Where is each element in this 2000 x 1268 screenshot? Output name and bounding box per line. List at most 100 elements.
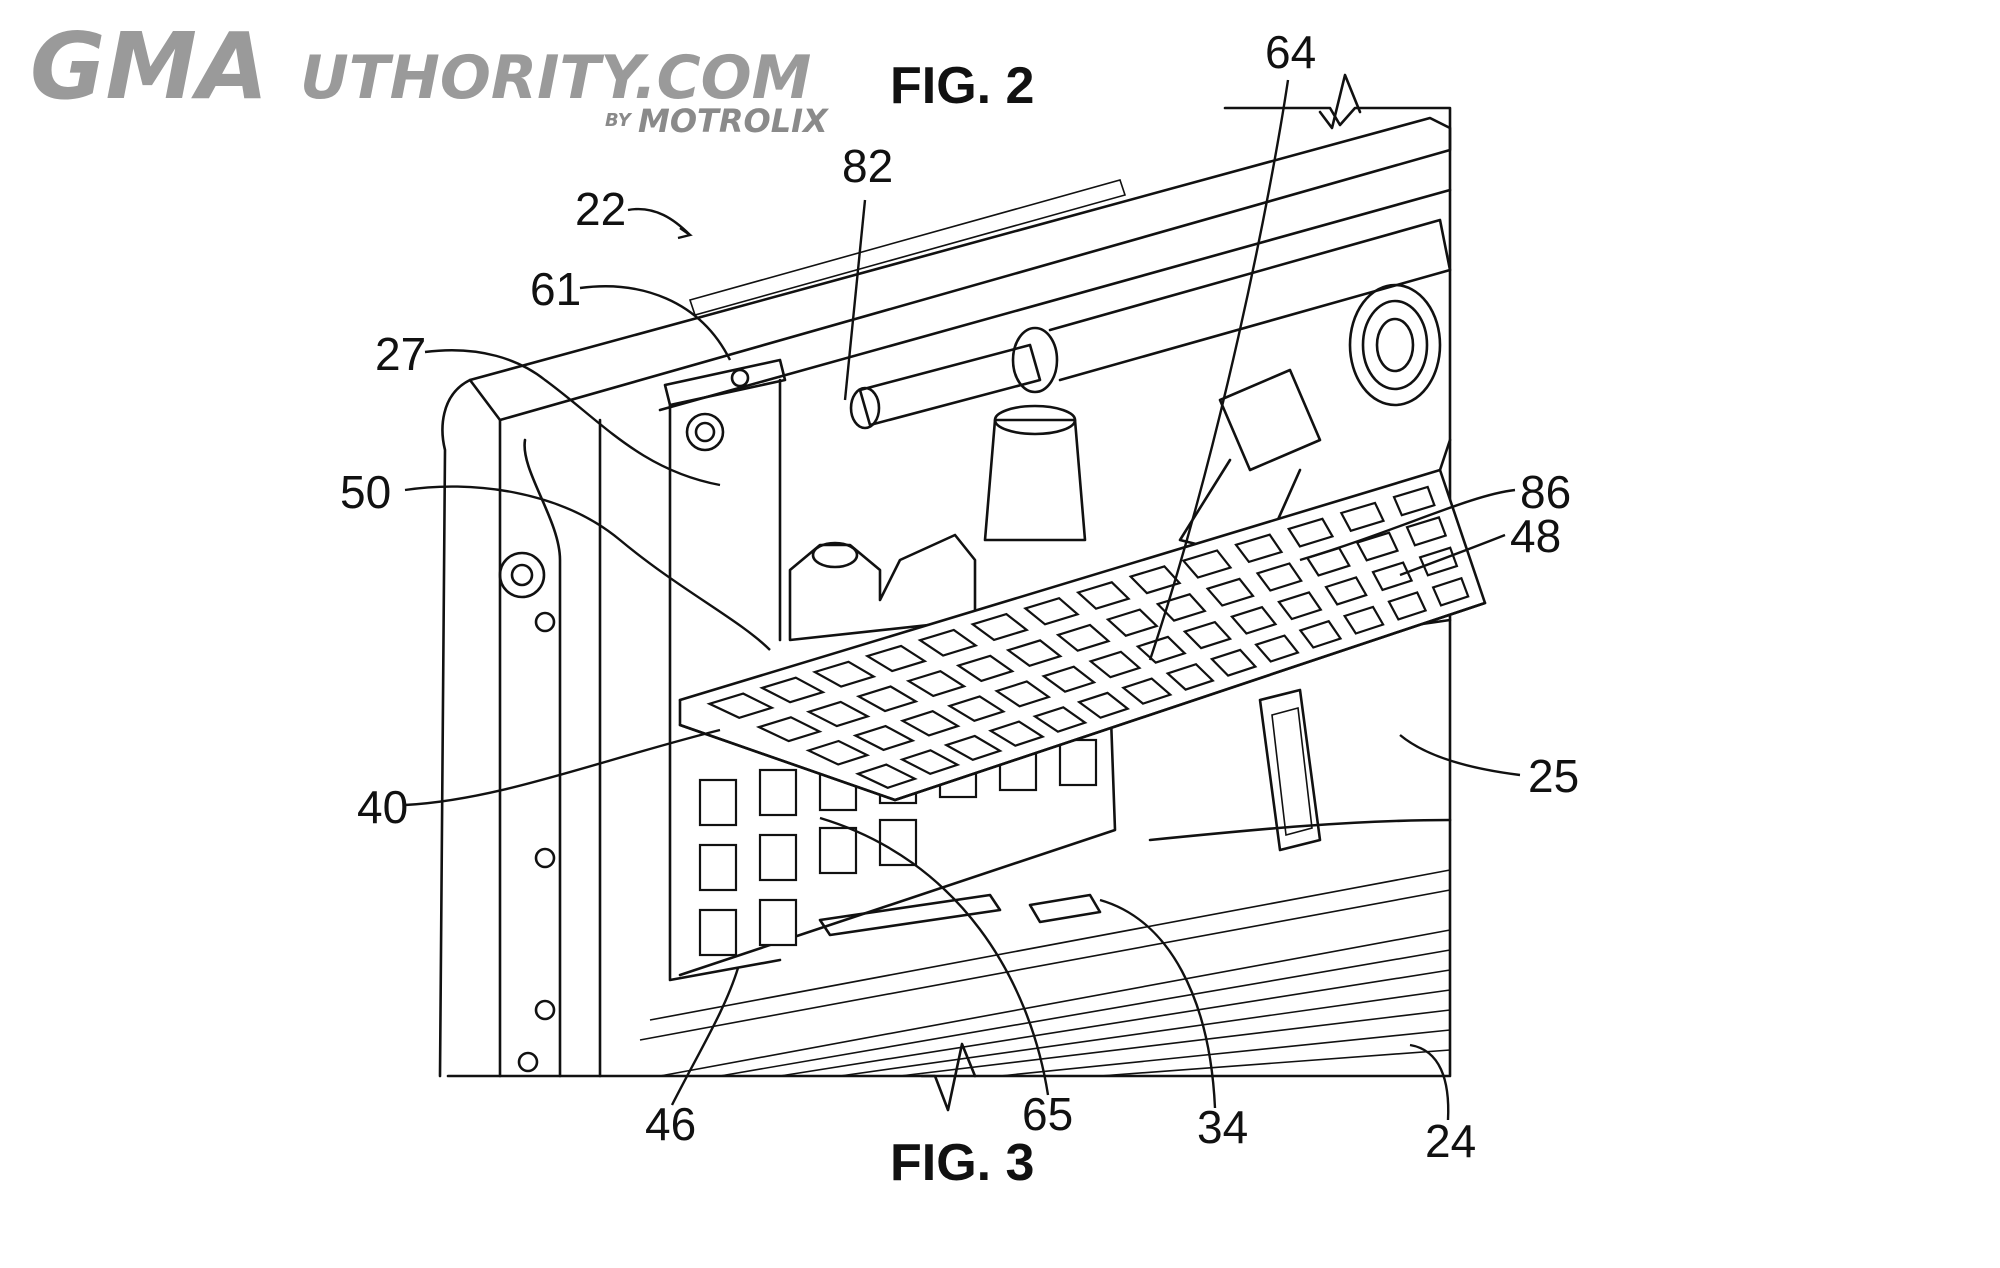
break-symbol-top (1318, 73, 1362, 130)
shelf-cell (1392, 485, 1436, 517)
leader-61 (579, 285, 732, 361)
bracket-hole (730, 368, 750, 388)
shelf-cell (1165, 662, 1215, 691)
bolt-3 (534, 999, 556, 1021)
shelf-cell (994, 680, 1052, 708)
leader-lines (404, 79, 1521, 1121)
bed-frame-line (446, 106, 1452, 1078)
shelf-cell (1234, 533, 1284, 564)
hinge-circle-outer (498, 551, 546, 599)
panel-boss-outer (685, 412, 725, 452)
shelf-cell (1076, 691, 1130, 719)
shelf-cell (1128, 565, 1182, 595)
leader-27 (424, 349, 721, 487)
ref-34: 34 (1197, 1101, 1248, 1153)
tailgate-top-slot (688, 179, 1127, 316)
shelf-cell (988, 720, 1046, 747)
shelf-cell (1209, 648, 1258, 677)
shelf-cell (1339, 501, 1386, 533)
shelf-cell (955, 654, 1015, 683)
shelf-cell (917, 628, 979, 657)
ref-25: 25 (1528, 750, 1579, 802)
ref-64: 64 (1265, 26, 1316, 78)
shelf-cell (855, 685, 919, 713)
ref-24: 24 (1425, 1115, 1476, 1167)
leader-64 (1148, 79, 1290, 661)
ref-22: 22 (575, 183, 626, 235)
shelf-cell (1342, 605, 1385, 635)
leader-50 (404, 485, 771, 651)
shelf-cell (905, 669, 967, 698)
cargo-roller-hub (1011, 326, 1059, 394)
shelf-cell (811, 660, 877, 688)
tailgate-top-rail (468, 116, 1452, 422)
shelf-cell (1205, 577, 1255, 607)
cargo-cup-rim (993, 404, 1077, 436)
shelf-cell (1286, 517, 1335, 548)
leader-25 (1399, 734, 1521, 777)
cord-coil-mid (1361, 299, 1429, 391)
gm-authority-logo: GMA UTHORITY.COM BY MOTROLIX (30, 13, 829, 140)
bed-wall-pocket (1258, 688, 1322, 852)
shelf-cell (1182, 620, 1233, 650)
ref-82: 82 (842, 140, 893, 192)
shelf-cell (1355, 531, 1400, 562)
ref-86: 86 (1520, 466, 1571, 518)
logo-brand-prefix: GMA (30, 13, 268, 120)
cargo-jug-cap (811, 541, 859, 569)
truck-bed-drawing (438, 73, 1487, 1112)
shelf-cell (946, 695, 1006, 723)
bed-wall-bottom (1148, 818, 1452, 842)
cargo-long-tube (1048, 218, 1452, 382)
ref-65: 65 (1022, 1088, 1073, 1140)
left-pillar-outer (438, 378, 472, 1078)
ref-27: 27 (375, 328, 426, 380)
bracket-61 (663, 358, 787, 407)
logo-byline-name: MOTROLIX (638, 102, 829, 140)
ref-40: 40 (357, 781, 408, 833)
left-pillar-face (523, 438, 562, 1078)
shelf-cell (1023, 596, 1080, 626)
shelf-cell (1041, 665, 1097, 693)
shelf-cell (1229, 605, 1278, 635)
break-symbol-bottom (920, 1042, 977, 1112)
shelf-cell (1387, 591, 1428, 621)
bolt-4 (517, 1051, 539, 1073)
figure-label-fig2: FIG. 2 (890, 57, 1034, 115)
hinge-circle-inner (510, 563, 534, 587)
cargo-cup (983, 418, 1087, 542)
shelf-cell (1405, 516, 1448, 547)
shelf-cell (1105, 608, 1159, 637)
shelf-cell (805, 700, 871, 728)
logo-brand-suffix: UTHORITY.COM (300, 43, 811, 113)
floor-tie-down-1 (818, 893, 1002, 937)
shelf-cell (1032, 706, 1088, 733)
shelf-cell (759, 676, 826, 704)
leader-65 (819, 816, 1050, 1096)
shelf-cell (1005, 639, 1063, 668)
shelf-cell (1324, 576, 1368, 606)
figure-label-fig3: FIG. 3 (890, 1134, 1034, 1192)
shelf-cell (1075, 581, 1131, 610)
ref-46: 46 (645, 1098, 696, 1150)
bolt-1 (534, 611, 556, 633)
cargo-bar (858, 343, 1042, 427)
shelf-cell (855, 763, 918, 789)
shelf-cell (899, 749, 961, 775)
leader-48 (1399, 533, 1506, 577)
shelf-cell (970, 612, 1030, 642)
shelf-cell (852, 724, 916, 752)
shelf-cell (1121, 677, 1173, 705)
bed-floor-ribs (639, 869, 1451, 1077)
leader-46 (670, 967, 740, 1106)
tailgate-inner-edge (658, 188, 1452, 412)
shelf-cell (1254, 634, 1300, 663)
logo-byline-by: BY (605, 110, 633, 131)
cord-coil-outer (1348, 283, 1442, 407)
leader-22 (627, 207, 691, 236)
cord-coil-inner (1375, 317, 1415, 373)
shelf-cell (1431, 576, 1470, 607)
leader-22-arrow (677, 227, 693, 240)
bed-wall-pocket-inner (1271, 706, 1313, 837)
